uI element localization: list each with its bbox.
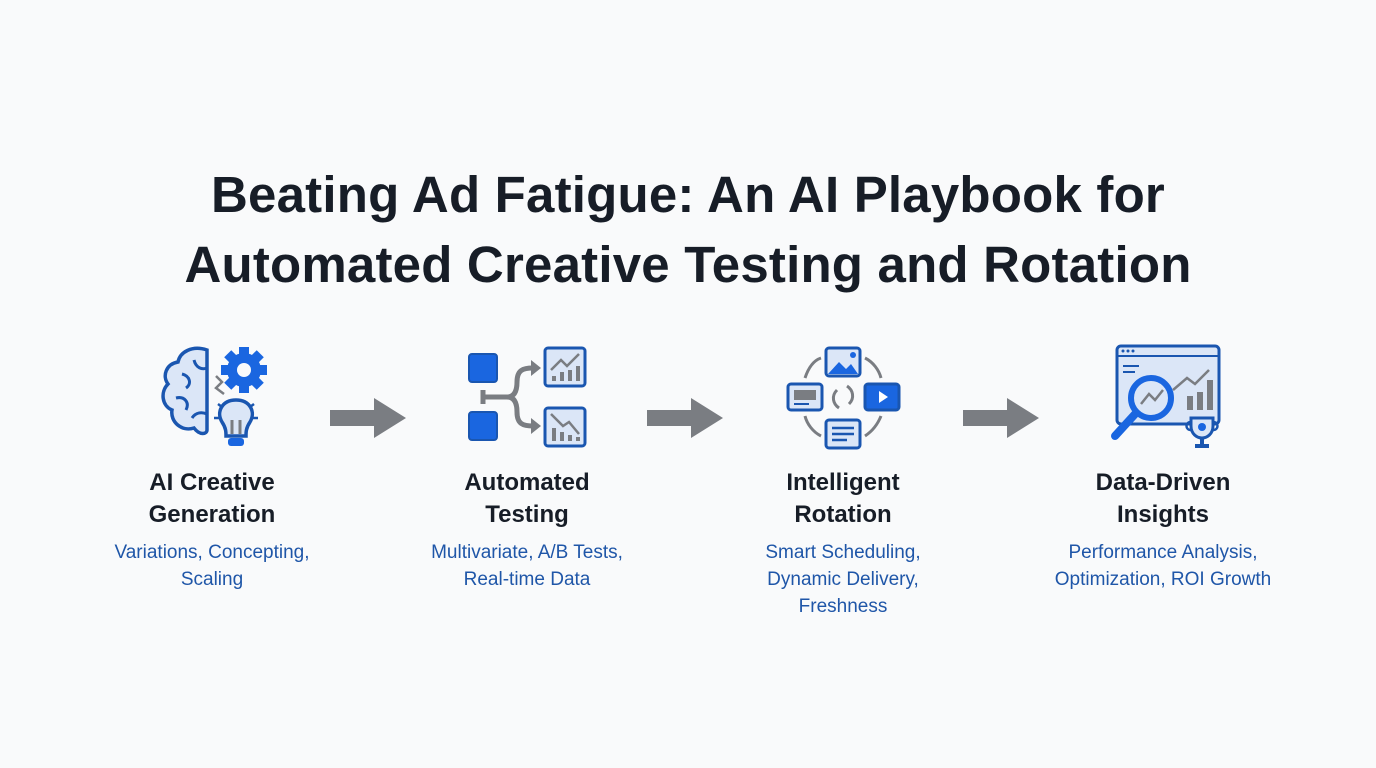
title-line-1: Beating Ad Fatigue: An AI Playbook for (211, 166, 1165, 223)
arrow-right-icon (963, 398, 1039, 438)
step-description: Multivariate, A/B Tests,Real-time Data (431, 542, 623, 590)
step-description: Performance Analysis,Optimization, ROI G… (1054, 542, 1272, 590)
page-title: Beating Ad Fatigue: An AI Playbook for A… (0, 160, 1376, 300)
step-description: Variations, Concepting,Scaling (114, 542, 310, 590)
step-description: Smart Scheduling,Dynamic Delivery,Freshn… (765, 542, 921, 617)
title-line-2: Automated Creative Testing and Rotation (184, 236, 1192, 293)
analytics-magnifier-icon (1103, 340, 1223, 455)
brain-gear-lightbulb-icon (152, 340, 272, 455)
split-test-icon (467, 340, 587, 455)
arrow-right-icon (330, 398, 406, 438)
rotation-cycle-icon (783, 340, 903, 455)
arrow-right-icon (647, 398, 723, 438)
